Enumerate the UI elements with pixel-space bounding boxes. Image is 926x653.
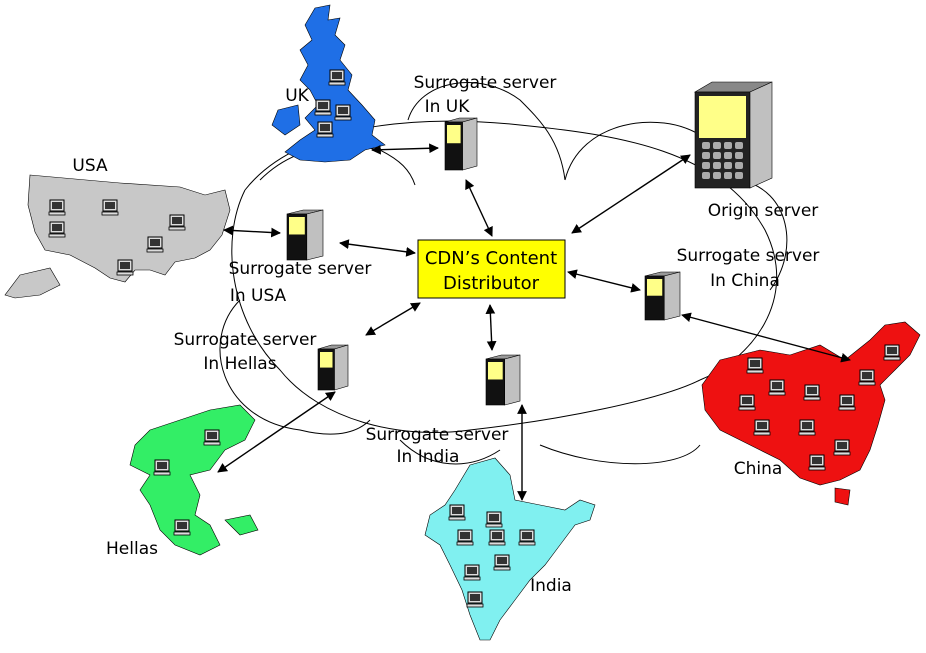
india-map [424,457,596,641]
client-computer-icon [463,564,481,581]
surrogate-server-india-icon [485,354,521,406]
client-computer-icon [488,529,506,546]
client-computer-icon [168,214,186,231]
cdn-content-distributor: CDN’s Content Distributor [417,239,566,299]
region-label-hellas: Hellas [106,539,158,559]
surrogate-usa-label-1: Surrogate server [229,259,372,279]
client-computer-icon [883,344,901,361]
surrogate-india-label-2: In India [397,447,460,467]
surrogate-usa-label-2: In USA [230,286,287,306]
surrogate-server-china-icon [644,271,681,321]
connections [217,143,851,501]
surrogate-server-uk-icon [444,117,478,171]
hellas-map [129,404,259,556]
server-side [306,209,324,261]
surrogate-uk-label-1: Surrogate server [414,73,557,93]
client-computer-icon [173,519,191,536]
client-computer-icon [798,419,816,436]
client-computer-icon [838,394,856,411]
surrogate-server-hellas-icon [317,344,349,391]
server-side [334,344,349,391]
client-computer-icon [746,357,764,374]
client-computer-icon [48,221,66,238]
cdn-label-line2: Distributor [443,273,540,294]
arrow-cdn-china [567,269,641,293]
client-computer-icon [493,554,511,571]
arrow-usa-map-to-surrogate [223,225,281,238]
client-computer-icon [485,511,503,528]
client-computer-icon [448,504,466,521]
surrogate-hellas-label-1: Surrogate server [174,330,317,350]
arrow-cdn-hellas [365,302,421,336]
usa-map [4,174,231,299]
client-computer-icon [466,591,484,608]
arrow-cdn-usa [339,239,416,257]
client-computer-icon [803,384,821,401]
uk-map [271,4,386,163]
surrogate-server-usa-icon [286,209,324,261]
server-side [462,117,478,171]
surrogate-china-label-2: In China [710,271,780,291]
servers [286,81,773,406]
client-computer-icon [314,99,332,116]
arrow-uk-map-to-surrogate [371,143,439,155]
client-computer-icon [116,259,134,276]
arrow-cdn-uk [465,179,493,237]
surrogate-hellas-label-2: In Hellas [203,354,276,374]
server-side [504,354,521,406]
client-computer-icon [101,199,119,216]
origin-server-label: Origin server [708,201,819,221]
client-computer-icon [316,121,334,138]
client-computer-icon [146,236,164,253]
client-computer-icon [833,439,851,456]
surrogate-india-label-1: Surrogate server [366,425,509,445]
client-computer-icon [334,104,352,121]
arrow-cdn-india [485,304,497,351]
region-label-uk: UK [285,86,309,106]
client-computer-icon [753,419,771,436]
client-computer-icon [456,529,474,546]
client-computer-icon [858,369,876,386]
cdn-box [417,239,566,299]
server-side [663,271,681,321]
arrow-cdn-origin [571,154,691,234]
client-computer-icon [768,379,786,396]
client-computer-icon [808,454,826,471]
region-label-india: India [530,576,572,596]
client-computer-icon [48,199,66,216]
client-computer-icon [518,529,536,546]
surrogate-uk-label-2: In UK [425,97,471,117]
client-computer-icon [738,394,756,411]
arrow-hellas-surrogate-to-map [217,391,336,473]
region-label-china: China [734,459,783,479]
client-computers [48,69,901,608]
arrow-china-surrogate-to-map [681,312,851,363]
surrogate-china-label-1: Surrogate server [677,246,820,266]
origin-server-icon [693,81,773,189]
client-computer-icon [153,459,171,476]
client-computer-icon [203,429,221,446]
region-label-usa: USA [72,156,108,176]
cdn-label-line1: CDN’s Content [425,248,557,269]
client-computer-icon [328,69,346,86]
